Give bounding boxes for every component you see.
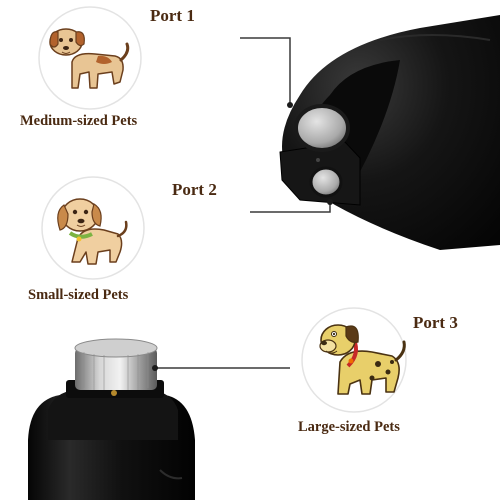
grinder-head-device	[279, 15, 500, 250]
large-dog-icon	[301, 307, 407, 413]
leader-line-port-1	[240, 37, 293, 108]
small-dog-icon	[41, 176, 145, 280]
port-1-caption: Medium-sized Pets	[20, 113, 138, 129]
port-1-label: Port 1	[150, 6, 195, 25]
leader-line-port-2	[250, 199, 333, 213]
port-3-caption: Large-sized Pets	[298, 419, 400, 435]
port-3-label: Port 3	[413, 313, 458, 332]
port-2-label: Port 2	[172, 180, 217, 199]
leader-line-port-3	[152, 365, 290, 371]
port-2-caption: Small-sized Pets	[28, 287, 129, 303]
medium-dog-icon	[38, 6, 142, 110]
grinder-base-device	[28, 338, 195, 500]
